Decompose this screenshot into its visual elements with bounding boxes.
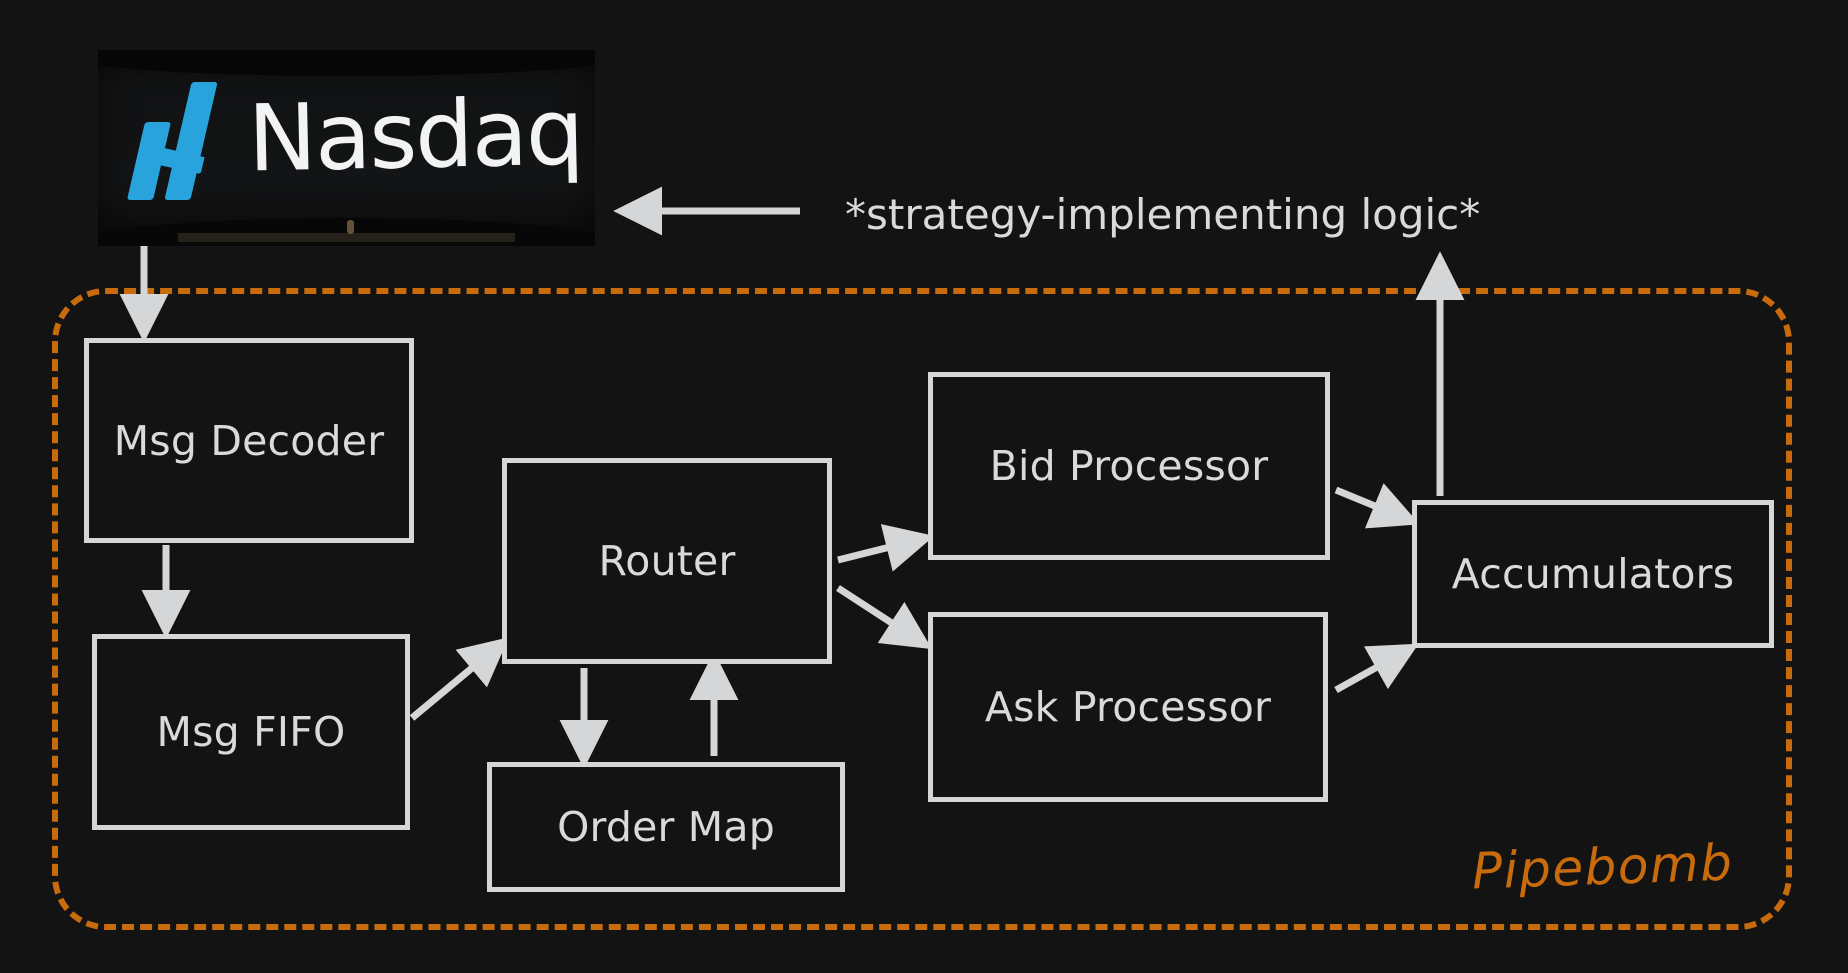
nasdaq-wordmark: Nasdaq [246,78,584,193]
node-label-bid-processor: Bid Processor [989,442,1269,490]
node-ask-processor[interactable]: Ask Processor [928,612,1328,802]
node-accumulators[interactable]: Accumulators [1412,500,1774,648]
logo-screen-top-edge [98,50,595,76]
node-order-map[interactable]: Order Map [487,762,845,892]
node-msg-fifo[interactable]: Msg FIFO [92,634,410,830]
logo-shelf [177,233,516,242]
node-bid-processor[interactable]: Bid Processor [928,372,1330,560]
node-label-msg-decoder: Msg Decoder [113,416,385,465]
pipebomb-label: Pipebomb [1471,833,1735,901]
pipebomb-boundary [52,288,1792,930]
node-label-router: Router [598,537,736,585]
node-label-ask-processor: Ask Processor [984,683,1272,731]
node-label-accumulators: Accumulators [1451,550,1735,598]
node-msg-decoder[interactable]: Msg Decoder [84,338,414,543]
node-label-msg-fifo: Msg FIFO [156,708,346,756]
nasdaq-mark-icon [126,80,236,202]
node-label-order-map: Order Map [557,803,775,851]
logo-spot-light [346,220,354,234]
nasdaq-logo-image: Nasdaq [98,50,595,246]
node-router[interactable]: Router [502,458,832,664]
strategy-logic-label: *strategy-implementing logic* [845,190,1481,239]
